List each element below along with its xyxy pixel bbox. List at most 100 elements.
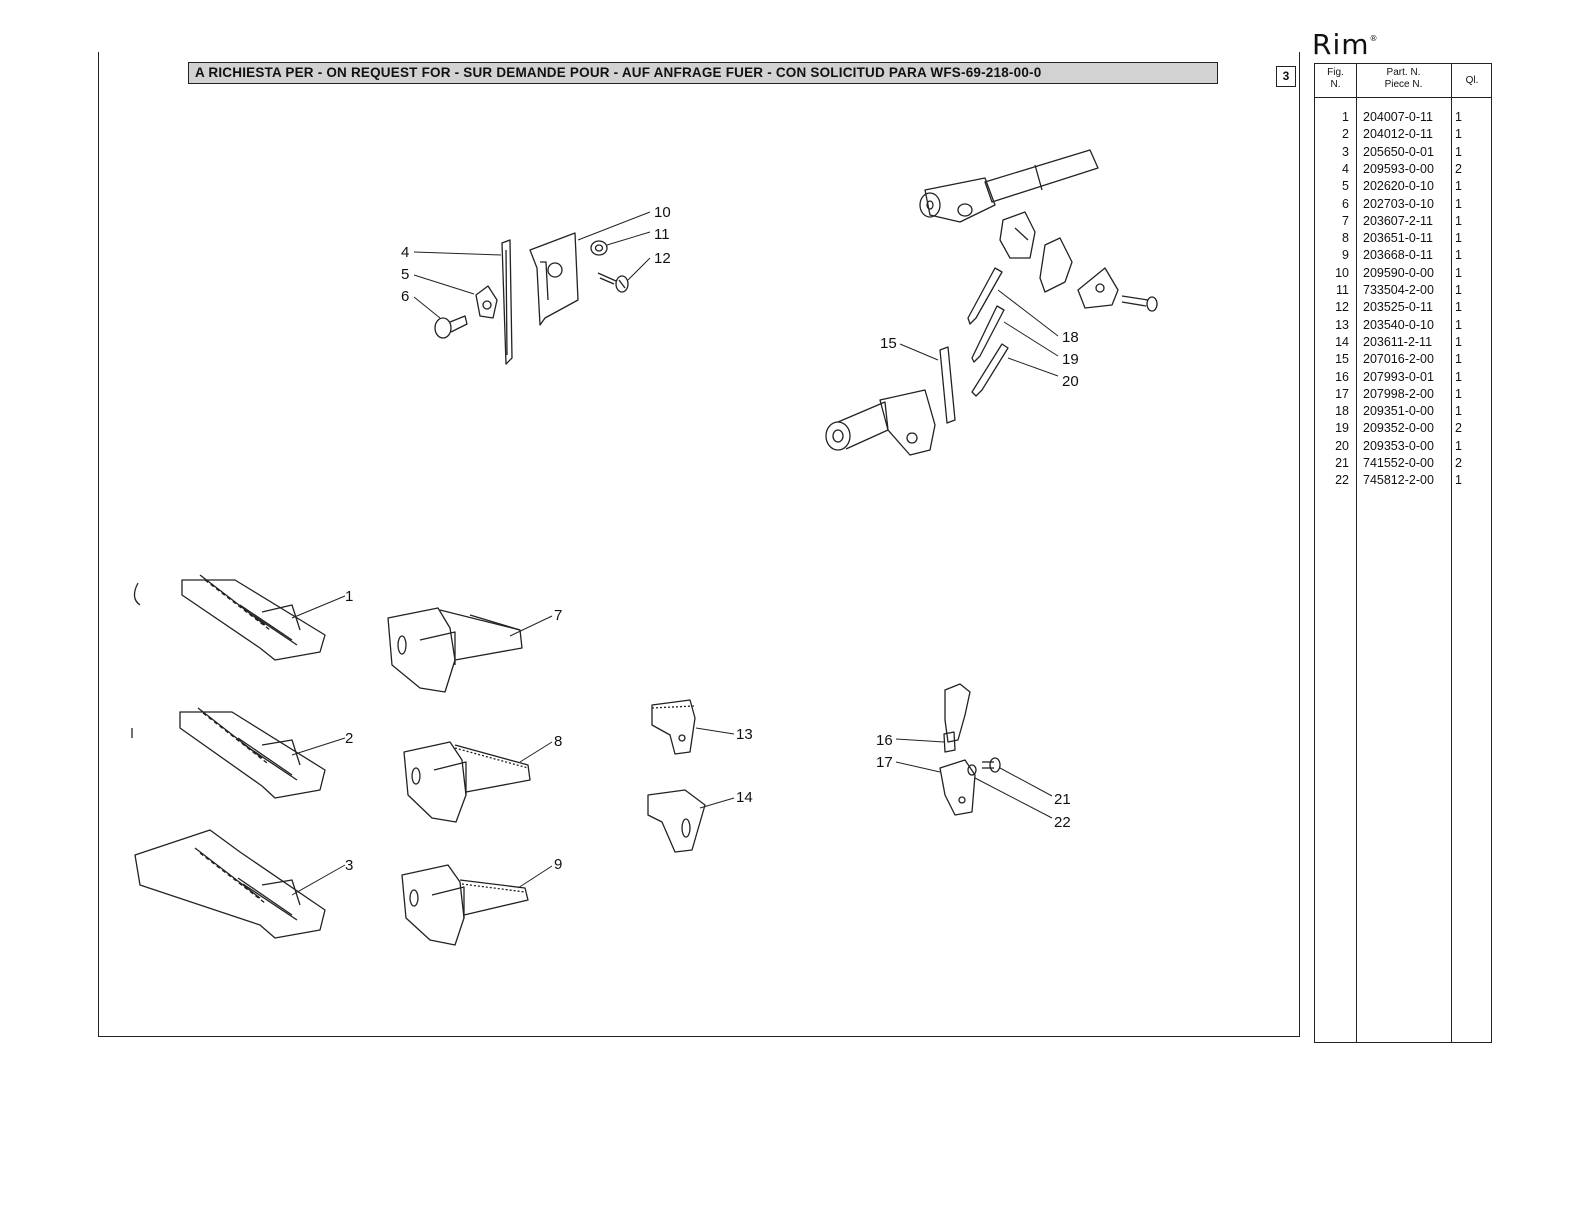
qty-cell: 1	[1455, 265, 1462, 280]
qty-cell: 1	[1455, 283, 1462, 297]
fig-cell: 22	[1335, 473, 1349, 488]
qty-cell: 2	[1455, 421, 1462, 436]
callout-2: 2	[345, 730, 353, 747]
part-number-cell: 209351-0-00	[1363, 404, 1434, 419]
qty-header: Ql.	[1465, 75, 1479, 86]
fig-cell: 9	[1342, 248, 1349, 263]
callout-17: 17	[876, 754, 893, 771]
fig-cell: 18	[1335, 404, 1349, 419]
part-16-hook	[943, 683, 971, 753]
leader-lines-upper-left	[413, 211, 651, 319]
part-number-cell: 207016-2-00	[1363, 352, 1434, 367]
qty-cell: 2	[1455, 456, 1462, 470]
callout-20: 20	[1062, 373, 1079, 390]
part-number-cell: 205650-0-01	[1363, 144, 1434, 159]
fig-header: Fig. N.	[1315, 67, 1356, 100]
fig-cell: 20	[1335, 438, 1349, 453]
callout-10: 10	[654, 204, 671, 221]
part-number-cell: 203607-2-11	[1363, 213, 1433, 228]
qty-cell: 1	[1455, 317, 1462, 332]
callout-16: 16	[876, 732, 893, 749]
fig-cell: 1	[1342, 110, 1349, 124]
part-17-block	[939, 759, 976, 816]
part-number-cell: 204012-0-11	[1363, 127, 1433, 142]
part-7-feed-dog	[387, 607, 523, 693]
callout-6: 6	[401, 288, 409, 305]
callout-22: 22	[1054, 814, 1071, 831]
needle-bar-assembly	[919, 149, 1158, 312]
callout-11: 11	[654, 226, 670, 243]
part-22-pin	[967, 764, 977, 776]
part-number-cell: 745812-2-00	[1363, 473, 1434, 488]
part-14-feed-dog	[647, 789, 706, 853]
part-number-cell: 733504-2-00	[1363, 283, 1434, 297]
part-number-cell: 209352-0-00	[1363, 421, 1434, 436]
needle-clamp-assembly	[825, 389, 936, 456]
qty-cell: 1	[1455, 196, 1462, 211]
part-6-screw	[434, 315, 468, 339]
qty-cell: 1	[1455, 248, 1462, 263]
drawing-frame	[98, 52, 1300, 1037]
leader-lines-plates	[291, 595, 346, 896]
callout-9: 9	[554, 856, 562, 873]
fig-cell: 7	[1342, 213, 1349, 228]
qty-cell: 1	[1455, 386, 1462, 401]
part-13-feed-dog	[651, 699, 696, 755]
fig-cell: 5	[1342, 179, 1349, 194]
callout-15: 15	[880, 335, 897, 352]
qty-cell: 1	[1455, 473, 1462, 488]
qty-cell: 1	[1455, 179, 1462, 194]
part-number-cell: 202620-0-10	[1363, 179, 1434, 194]
callout-5: 5	[401, 266, 409, 283]
part-9-feed-dog	[401, 864, 529, 946]
part-number-cell: 207993-0-01	[1363, 369, 1434, 384]
leader-lines-16-22	[895, 738, 1053, 819]
part-number-cell: 741552-0-00	[1363, 456, 1434, 470]
table-row: 1 204007-0-11 1	[1315, 110, 1493, 127]
part-20-presser	[971, 343, 1009, 397]
part-header: Part. N. Piece N.	[1356, 67, 1451, 100]
qty-cell: 1	[1455, 110, 1462, 124]
header-divider	[1315, 97, 1491, 98]
part-21-screw	[982, 757, 1001, 773]
part-number-cell: 203651-0-11	[1363, 231, 1433, 246]
table-row: 5 202620-0-10 1	[1315, 179, 1493, 196]
fig-cell: 16	[1335, 369, 1349, 384]
parts-table: Fig. N. Part. N. Piece N. Ql. 1 204007-0-…	[1314, 63, 1492, 1043]
brand-logo: Rim®	[1312, 28, 1379, 61]
part-15-blade	[939, 346, 956, 424]
part-number-cell: 209593-0-00	[1363, 161, 1434, 176]
qty-cell: 2	[1455, 161, 1462, 176]
callout-7: 7	[554, 607, 562, 624]
part-number-cell: 209590-0-00	[1363, 265, 1434, 280]
callout-12: 12	[654, 250, 671, 267]
part-3-throat-plate	[134, 829, 326, 939]
request-header-band: A RICHIESTA PER - ON REQUEST FOR - SUR D…	[188, 62, 1218, 84]
fig-cell: 12	[1335, 300, 1349, 315]
leader-lines-feed-dogs	[509, 615, 553, 889]
qty-cell: 1	[1455, 334, 1462, 349]
fig-cell: 17	[1335, 386, 1349, 401]
part-number-cell: 209353-0-00	[1363, 438, 1434, 453]
fig-header-line2: N.	[1330, 79, 1341, 90]
page-number: 3	[1276, 66, 1296, 87]
brand-name: Rim	[1312, 28, 1370, 61]
part-number-cell: 202703-0-10	[1363, 196, 1434, 211]
part-2-throat-plate	[131, 707, 326, 799]
part-number-cell: 204007-0-11	[1363, 110, 1433, 124]
part-19-presser	[971, 305, 1005, 363]
